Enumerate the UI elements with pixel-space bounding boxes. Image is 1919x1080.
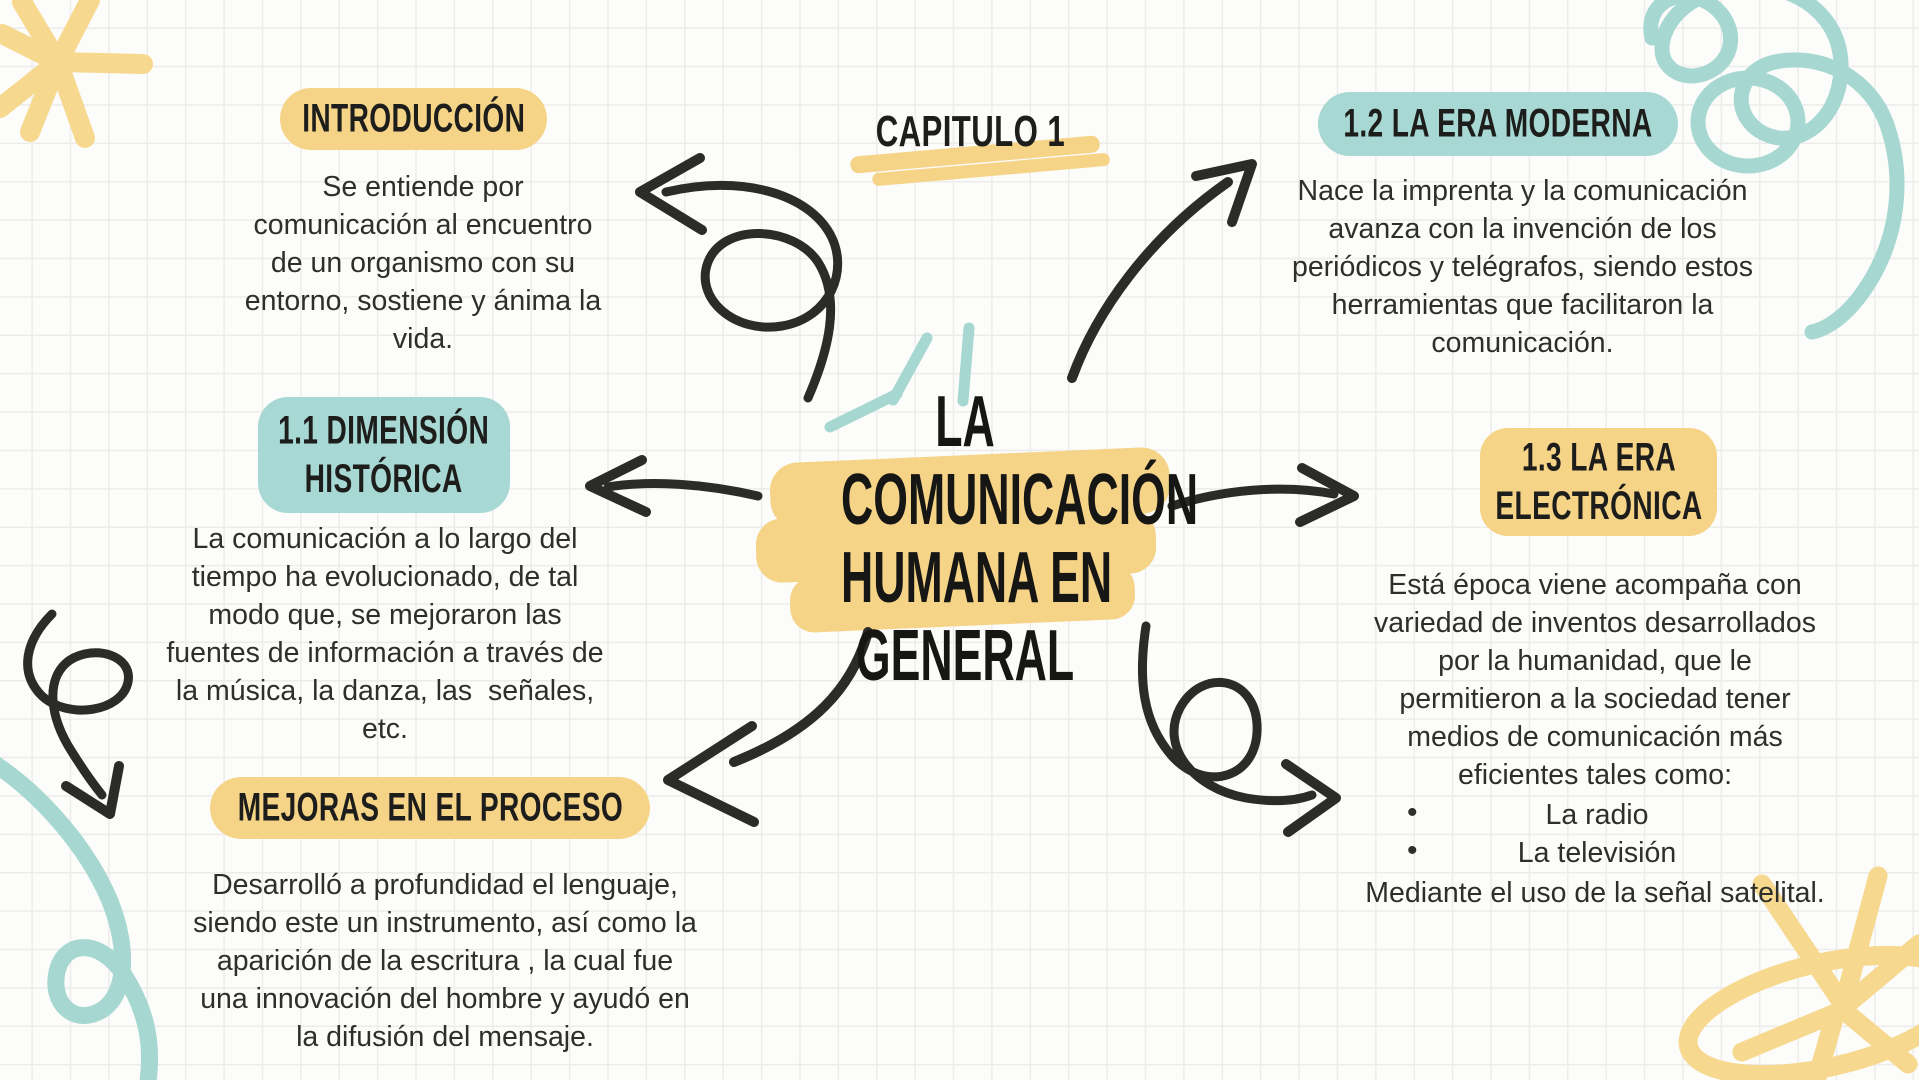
text-line: de un organismo con su — [270, 247, 576, 279]
teal-circle-accent-icon — [1690, 70, 1806, 174]
arrow-to-introduccion-icon — [661, 180, 843, 403]
text-line: vida. — [392, 323, 454, 355]
spiral-arrow-icon — [23, 609, 133, 800]
title-highlight — [755, 447, 1171, 633]
badge-mejoras-proceso: MEJORAS EN EL PROCESO — [210, 777, 650, 839]
teal-curl-scribble-icon — [1643, 0, 1905, 340]
title-line: GENERAL — [855, 616, 1075, 696]
bullet-icon: • — [1407, 796, 1418, 829]
arrow-to-introduccion-head-icon — [635, 153, 707, 235]
text-line: Nace la imprenta y la comunicación — [1297, 175, 1748, 207]
teal-sparkle-dashes-icon — [824, 322, 975, 433]
badge-introduccion: INTRODUCCIÓN — [280, 88, 547, 150]
era-moderna-body: Nace la imprenta y la comunicación avanza… — [1245, 172, 1800, 362]
text-line: avanza con la invención de los — [1328, 213, 1717, 245]
era-electronica-body: Está época viene acompaña con variedad de… — [1350, 566, 1840, 794]
title-line: LA — [935, 382, 995, 462]
text-line: la difusión del mensaje. — [296, 1021, 594, 1053]
text-line: 1.3 LA ERA — [1521, 435, 1676, 480]
text-line: etc. — [362, 713, 408, 745]
dimension-historica-body: La comunicación a lo largo del tiempo ha … — [135, 520, 635, 748]
text-line: variedad de inventos desarrollados — [1373, 607, 1817, 639]
text-line: aparición de la escritura , la cual fue — [216, 945, 674, 977]
text-line: Desarrolló a profundidad el lenguaje, — [212, 869, 678, 901]
text-line: fuentes de información a través de — [166, 637, 604, 669]
text-line: comunicación al encuentro — [253, 209, 593, 241]
arrow-to-era-moderna-head-icon — [1191, 159, 1257, 227]
text-line: Se entiende por — [322, 171, 524, 203]
arrow-left-head-icon — [585, 455, 651, 517]
yellow-flower-scribble-icon — [1678, 866, 1919, 1080]
arrow-left-icon — [603, 479, 763, 501]
text-line: comunicación. — [1431, 327, 1614, 359]
text-line: una innovación del hombre y ayudó en — [200, 983, 690, 1015]
chapter-text: CAPITULO 1 — [875, 108, 1065, 156]
text-line: modo que, se mejoraron las — [208, 599, 562, 631]
arrow-to-mejoras-head-icon — [663, 721, 759, 827]
text-line: medios de comunicación más — [1407, 721, 1783, 753]
spiral-arrow-head-icon — [61, 761, 124, 819]
connector-arrows — [23, 153, 1359, 837]
title-line: HUMANA EN — [841, 538, 1113, 618]
era-electronica-footer: Mediante el uso de la señal satelital. — [1330, 874, 1860, 912]
chapter-label: CAPITULO 1 — [820, 108, 1120, 156]
arrow-to-era-moderna-icon — [1067, 177, 1233, 383]
arrow-right-head-icon — [1295, 463, 1359, 527]
teal-loop-squiggle-icon — [0, 757, 159, 1080]
bullet-label: La radio — [1545, 799, 1649, 831]
text-line: por la humanidad, que le — [1438, 645, 1752, 677]
bullet-icon: • — [1407, 834, 1418, 867]
arrow-loop-to-electronica-icon — [1137, 621, 1317, 806]
arrow-right-icon — [1167, 484, 1339, 511]
badge-introduccion-label: INTRODUCCIÓN — [301, 96, 526, 141]
text-line: herramientas que facilitaron la — [1331, 289, 1714, 321]
badge-mejoras-proceso-label: MEJORAS EN EL PROCESO — [237, 785, 623, 830]
bullet-item-radio: • La radio — [1397, 796, 1797, 834]
title-line: COMUNICACIÓN — [841, 460, 1199, 540]
text-line: Está época viene acompaña con — [1388, 569, 1802, 601]
chapter-highlight — [850, 135, 1110, 186]
badge-era-moderna: 1.2 LA ERA MODERNA — [1318, 92, 1678, 156]
text-line: siendo este un instrumento, así como la — [193, 907, 697, 939]
text-line: HISTÓRICA — [305, 457, 463, 502]
badge-era-moderna-label: 1.2 LA ERA MODERNA — [1343, 101, 1653, 146]
text-line: entorno, sostiene y ánima la — [244, 285, 602, 317]
arrow-loop-to-electronica-head-icon — [1281, 759, 1341, 837]
introduccion-body: Se entiende por comunicación al encuentro… — [173, 168, 673, 358]
bullet-item-television: • La televisión — [1397, 834, 1797, 872]
mejoras-proceso-body: Desarrolló a profundidad el lenguaje, sie… — [155, 866, 735, 1056]
text-line: periódicos y telégrafos, siendo estos — [1291, 251, 1753, 283]
text-line: la música, la danza, las señales, — [175, 675, 595, 707]
yellow-star-scribble-icon — [0, 0, 153, 148]
text-line: La comunicación a lo largo del — [192, 523, 578, 555]
text-line: eficientes tales como: — [1457, 759, 1733, 791]
bullet-label: La televisión — [1517, 837, 1677, 869]
text-line: ELECTRÓNICA — [1494, 484, 1703, 529]
arrow-to-mejoras-icon — [729, 627, 873, 767]
text-line: 1.1 DIMENSIÓN — [278, 408, 490, 453]
footer-line: Mediante el uso de la señal satelital. — [1365, 877, 1825, 909]
main-title: LA COMUNICACIÓN HUMANA EN GENERAL — [765, 382, 1199, 696]
text-line: permitieron a la sociedad tener — [1399, 683, 1791, 715]
text-line: tiempo ha evolucionado, de tal — [191, 561, 579, 593]
